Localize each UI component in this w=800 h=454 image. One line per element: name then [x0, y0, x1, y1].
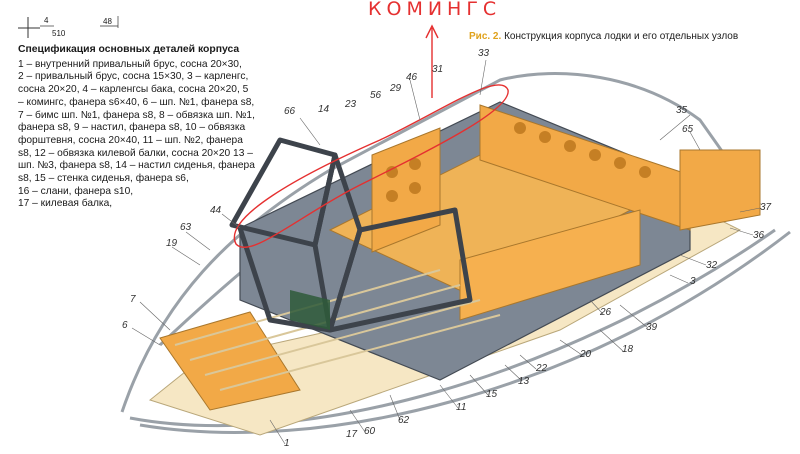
callout-15: 15 — [486, 389, 498, 400]
callout-29: 29 — [390, 83, 402, 94]
spec-line: s8, 12 – обвязка килевой балки, сосна 20… — [18, 147, 253, 159]
spec-line: фанера s8, 9 – настил, фанера s8, 10 – о… — [18, 122, 246, 134]
callout-23: 23 — [345, 99, 357, 110]
callout-18: 18 — [622, 344, 634, 355]
callout-19: 19 — [166, 238, 178, 249]
callout-44: 44 — [210, 205, 222, 216]
spec-line: сосна 20×20, 4 – карленгсы бака, сосна 2… — [18, 84, 249, 96]
specification-block: Спецификация основных деталей корпуса 1 … — [18, 44, 258, 211]
spec-line: s8, 15 – стенка сиденья, фанера s6, — [18, 173, 189, 185]
callout-62: 62 — [398, 415, 410, 426]
callout-36: 36 — [753, 230, 765, 241]
callout-3: 3 — [690, 276, 696, 287]
figure-label: Рис. 2. — [469, 31, 502, 42]
callout-26: 26 — [600, 307, 612, 318]
spec-line: 2 – привальный брус, сосна 15×30, 3 – ка… — [18, 71, 249, 83]
windshield-panel — [290, 290, 330, 330]
spec-line: 16 – слани, фанера s10, — [18, 185, 134, 197]
handwritten-annotation: КОМИНГС — [368, 0, 502, 20]
callout-20: 20 — [580, 349, 592, 360]
red-pen-markup — [233, 24, 509, 249]
dimension-value-b: 510 — [52, 29, 66, 38]
spec-line: 7 – бимс шп. №1, фанера s8, 8 – обвязка … — [18, 109, 255, 121]
callout-33: 33 — [478, 48, 490, 59]
dimension-value-c: 48 — [103, 17, 112, 26]
callout-6: 6 — [122, 320, 128, 331]
spec-line: 1 – внутренний привальный брус, сосна 20… — [18, 58, 242, 70]
callout-60: 60 — [364, 426, 376, 437]
callout-13: 13 — [518, 376, 530, 387]
callout-7: 7 — [130, 294, 136, 305]
callout-63: 63 — [180, 222, 192, 233]
bulkheads — [159, 104, 761, 411]
callout-31: 31 — [432, 64, 444, 75]
spec-line: 17 – килевая балка, — [18, 198, 113, 210]
callout-65: 65 — [682, 124, 694, 135]
callout-56: 56 — [370, 90, 382, 101]
dimension-mark: 4 510 48 — [18, 14, 128, 40]
figure-caption-text: Конструкция корпуса лодки и его отдельны… — [504, 31, 739, 42]
callout-14: 14 — [318, 104, 330, 115]
spec-line: шп. №3, фанера s8, 14 – настил сиденья, … — [18, 160, 255, 172]
callout-11: 11 — [456, 402, 467, 413]
callout-17: 17 — [346, 429, 358, 440]
spec-line: форштевня, сосна 20×40, 11 – шп. №2, фан… — [18, 134, 243, 146]
callout-46: 46 — [406, 72, 418, 83]
leader-lines — [131, 59, 761, 445]
callout-39: 39 — [646, 322, 658, 333]
dimension-value-a: 4 — [44, 16, 49, 25]
callout-22: 22 — [536, 363, 548, 374]
spec-title: Спецификация основных деталей корпуса — [18, 44, 240, 55]
callout-1: 1 — [284, 438, 290, 449]
callout-35: 35 — [676, 105, 688, 116]
lightening-holes — [386, 122, 651, 202]
callout-66: 66 — [284, 106, 296, 117]
callout-32: 32 — [706, 260, 718, 271]
spec-line: – комингс, фанера s6×40, 6 – шп. №1, фан… — [18, 96, 255, 108]
callout-37: 37 — [760, 202, 772, 213]
figure-caption: Рис. 2. Конструкция корпуса лодки и его … — [469, 31, 738, 42]
